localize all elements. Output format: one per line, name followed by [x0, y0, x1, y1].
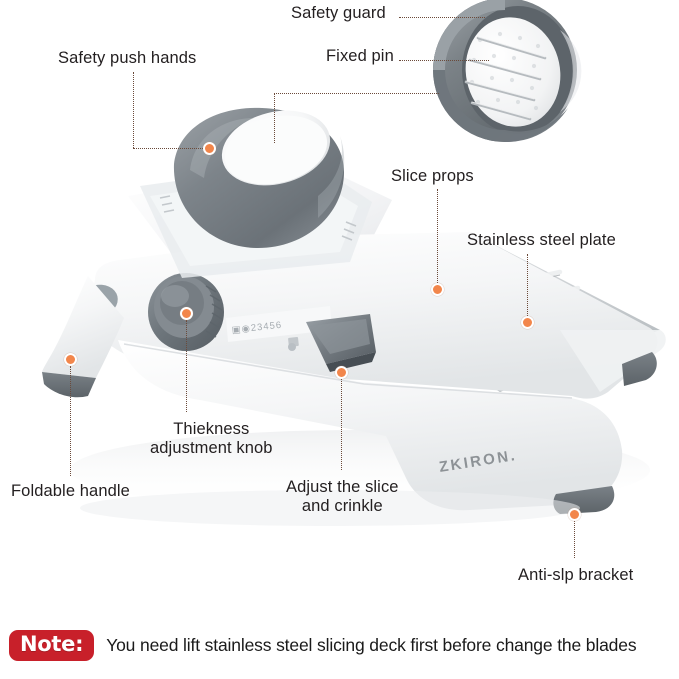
crinkle-adjust-lever: [288, 314, 376, 372]
leader-slice-props: [437, 189, 438, 289]
callout-label-anti-slp-bracket: Anti-slp bracket: [518, 566, 634, 584]
safety-guard-inset: [433, 0, 582, 143]
leader-safety-push-hands-horizontal: [133, 148, 209, 149]
leader-safety-guard: [399, 17, 485, 18]
dot-slice-props: [431, 283, 444, 296]
callout-label-adjust-the-slice-and-crinkle: Adjust the slice and crinkle: [286, 478, 399, 516]
leader-foldable-handle: [70, 366, 71, 476]
callout-label-fixed-pin: Fixed pin: [326, 47, 394, 65]
leader-fixed-pin: [399, 60, 489, 61]
callout-label-safety-push-hands: Safety push hands: [58, 49, 197, 67]
callout-label-stainless-steel-plate: Stainless steel plate: [467, 231, 616, 249]
dot-foldable-handle: [64, 353, 77, 366]
callout-label-foldable-handle: Foldable handle: [11, 482, 130, 500]
leader-dome-elbow-vertical: [274, 93, 275, 143]
dot-stainless-steel-plate: [521, 316, 534, 329]
dot-thiekness-knob: [180, 307, 193, 320]
leader-adjust-slice-crinkle: [341, 378, 342, 470]
note-badge: Note:: [9, 630, 95, 661]
note-text: You need lift stainless steel slicing de…: [106, 635, 637, 655]
dot-adjust-slice-crinkle: [335, 366, 348, 379]
thickness-scale: ▣◉23456: [226, 306, 332, 347]
leader-stainless-steel-plate: [527, 254, 528, 322]
leader-dome-elbow-horizontal: [274, 93, 439, 94]
safety-push-hands-dome: [140, 107, 372, 278]
callout-label-slice-props: Slice props: [391, 167, 474, 185]
leader-safety-push-hands-vertical: [133, 72, 134, 148]
callout-label-safety-guard: Safety guard: [291, 4, 386, 22]
leader-thiekness-knob: [186, 320, 187, 412]
note-bar: Note: You need lift stainless steel slic…: [0, 612, 679, 679]
svg-text:▣◉23456: ▣◉23456: [231, 320, 283, 336]
leader-anti-slp-bracket: [574, 520, 575, 558]
dot-anti-slp-bracket: [568, 508, 581, 521]
foldable-handle: [42, 276, 124, 398]
dot-safety-push-hands: [203, 142, 216, 155]
callout-label-thiekness-adjustment-knob: Thiekness adjustment knob: [150, 420, 273, 458]
